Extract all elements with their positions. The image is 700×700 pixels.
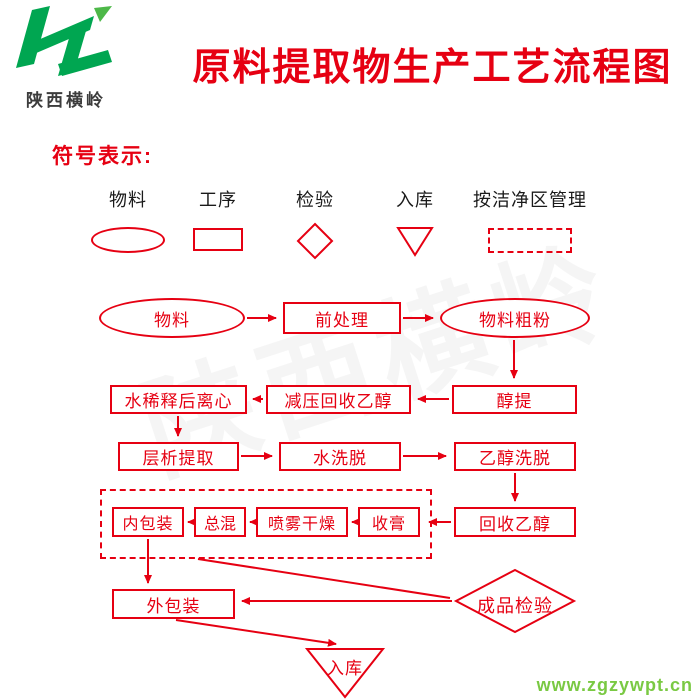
- legend-ellipse-shape: [91, 227, 165, 253]
- legend-heading: 符号表示:: [52, 145, 153, 168]
- site-watermark-text: www.zgzywpt.cn: [536, 675, 693, 695]
- legend-triangle-shape: [396, 227, 434, 257]
- legend-dashed-rect-shape: [488, 228, 572, 253]
- node-inner-packaging: 内包装: [112, 507, 184, 537]
- node-ethanol-elution: 乙醇洗脱: [454, 442, 576, 471]
- company-name: 陕西横岭: [26, 91, 106, 110]
- page-title: 原料提取物生产工艺流程图: [192, 47, 673, 89]
- arrow-outer-packaging-to-warehousing: [175, 619, 337, 647]
- legend-label-inspection: 检验: [296, 190, 334, 210]
- legend-rect-shape: [193, 228, 243, 251]
- legend-label-process: 工序: [199, 190, 237, 210]
- company-logo-icon: [16, 6, 112, 76]
- line-packaging-to-inspection: [197, 558, 451, 599]
- node-material: 物料: [99, 298, 245, 338]
- final-inspection-diamond-shape: [453, 568, 577, 634]
- node-vacuum-recovery: 减压回收乙醇: [266, 385, 411, 414]
- node-dilution-centrifuge: 水稀释后离心: [110, 385, 247, 414]
- node-pretreatment: 前处理: [283, 302, 401, 334]
- legend-diamond-shape: [296, 222, 334, 260]
- node-outer-packaging: 外包装: [112, 589, 235, 619]
- warehousing-triangle-shape: [304, 648, 386, 699]
- node-spray-drying: 喷雾干燥: [256, 507, 348, 537]
- node-final-inspection-label: 成品检验: [477, 596, 553, 616]
- legend-label-material: 物料: [109, 190, 147, 210]
- legend-label-storage: 入库: [396, 190, 434, 210]
- node-total-mixing: 总混: [194, 507, 246, 537]
- node-warehousing-label: 入库: [327, 659, 363, 678]
- legend-label-clean-area: 按洁净区管理: [473, 190, 587, 210]
- node-alcohol-extraction: 醇提: [452, 385, 577, 414]
- node-ethanol-recovery: 回收乙醇: [454, 507, 576, 537]
- node-coarse-powder: 物料粗粉: [440, 298, 590, 338]
- node-water-elution: 水洗脱: [279, 442, 401, 471]
- node-paste-collection: 收膏: [358, 507, 420, 537]
- node-chromatography: 层析提取: [118, 442, 239, 471]
